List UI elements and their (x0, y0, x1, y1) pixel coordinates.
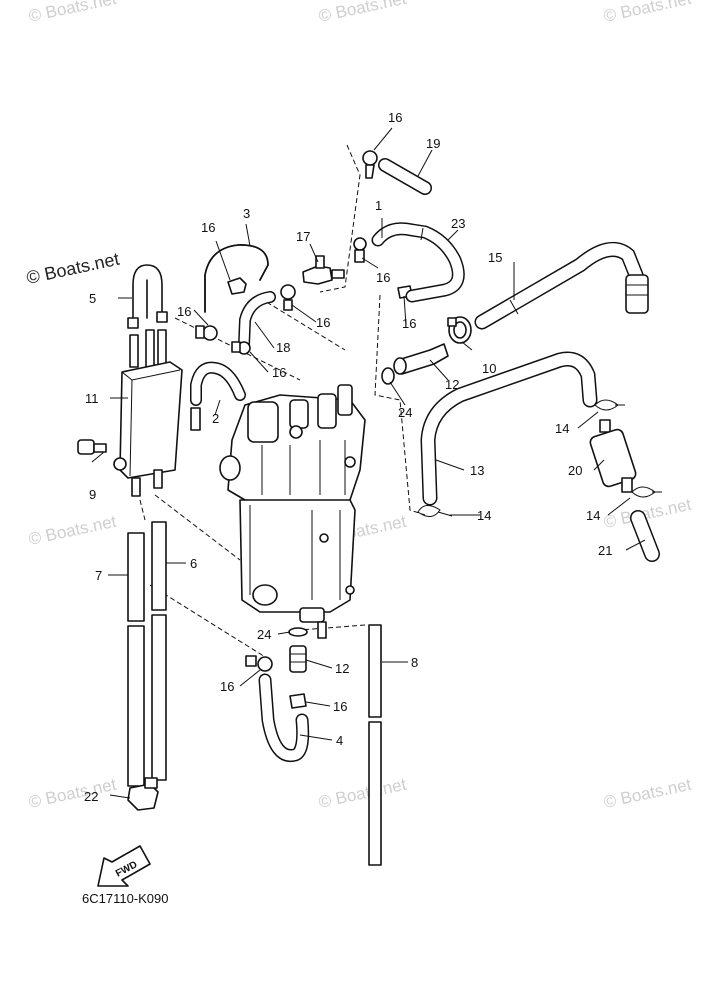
watermark: © Boats.net (27, 0, 118, 26)
part-17-joint (302, 255, 345, 285)
part-3-hose (204, 244, 269, 313)
label-10: 10 (482, 361, 496, 376)
assembly-lines (139, 144, 426, 661)
label-6: 6 (190, 556, 197, 571)
label-4: 4 (336, 733, 343, 748)
part-21-hose (630, 510, 660, 562)
label-9: 9 (89, 487, 96, 502)
fwd-arrow-icon: FWD (97, 845, 151, 887)
label-14c: 14 (586, 508, 600, 523)
label-16d: 16 (316, 315, 330, 330)
label-16e: 16 (388, 110, 402, 125)
diagram-code: 6C17110-K090 (82, 891, 169, 906)
label-11: 11 (85, 391, 99, 406)
part-4-hose (258, 673, 310, 763)
leader-lines (91, 127, 646, 799)
label-8: 8 (411, 655, 418, 670)
part-11-filter (119, 329, 183, 497)
watermark: © Boats.net (317, 0, 408, 26)
part-2-hose (190, 361, 246, 431)
part-12-fitting-lower (289, 645, 307, 673)
label-21: 21 (598, 543, 612, 558)
label-13: 13 (470, 463, 484, 478)
label-22: 22 (84, 789, 98, 804)
label-16h: 16 (220, 679, 234, 694)
part-24-oring-upper (381, 367, 395, 385)
watermark: © Boats.net (602, 775, 693, 812)
part-22-elbow (127, 777, 159, 811)
part-6-hose (151, 521, 167, 781)
part-10-clamp (447, 316, 472, 344)
label-3: 3 (243, 206, 250, 221)
watermark-dark: © Boats.net (25, 249, 121, 288)
part-5-hose (127, 264, 168, 329)
label-15: 15 (488, 250, 502, 265)
part-7-hose (127, 532, 145, 787)
part-1-23-hose (371, 222, 465, 303)
label-14a: 14 (477, 508, 491, 523)
label-12a: 12 (445, 377, 459, 392)
part-19-hose (378, 158, 432, 195)
part-labels: 5 11 9 7 6 22 16 3 16 18 16 2 17 16 16 1… (84, 110, 612, 804)
label-16f: 16 (376, 270, 390, 285)
vapor-separator-body (219, 384, 366, 639)
part-13-hose (420, 351, 598, 506)
label-24b: 24 (257, 627, 271, 642)
label-5: 5 (89, 291, 96, 306)
part-15-hose (474, 241, 649, 330)
label-19: 19 (426, 136, 440, 151)
label-18: 18 (276, 340, 290, 355)
watermark: © Boats.net (27, 775, 118, 812)
label-1: 1 (375, 198, 382, 213)
label-16b: 16 (177, 304, 191, 319)
label-24a: 24 (398, 405, 412, 420)
label-14b: 14 (555, 421, 569, 436)
part-14-clips (417, 399, 662, 517)
label-23: 23 (451, 216, 465, 231)
label-16a: 16 (201, 220, 215, 235)
part-20-filter (589, 419, 637, 493)
part-12-fitting-upper (393, 343, 449, 375)
label-16i: 16 (333, 699, 347, 714)
part-24-oring-lower (288, 627, 308, 637)
part-16-fittings (195, 150, 413, 709)
label-16g: 16 (402, 316, 416, 331)
label-12b: 12 (335, 661, 349, 676)
label-7: 7 (95, 568, 102, 583)
part-8-hose (368, 624, 382, 866)
watermark: © Boats.net (27, 512, 118, 549)
label-17: 17 (296, 229, 310, 244)
label-2: 2 (212, 411, 219, 426)
part-9-screw (77, 439, 127, 471)
label-20: 20 (568, 463, 582, 478)
watermark: © Boats.net (602, 0, 693, 26)
label-16c: 16 (272, 365, 286, 380)
watermark: © Boats.net (317, 775, 408, 812)
part-18-hose (238, 291, 276, 351)
